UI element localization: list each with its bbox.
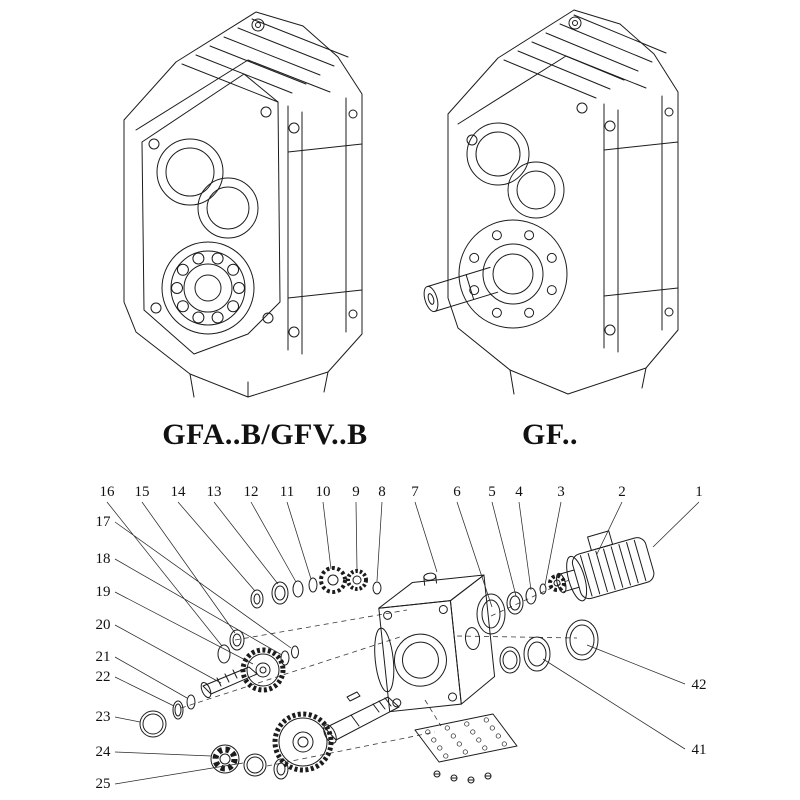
bearing: [271, 581, 289, 605]
side-panel: [287, 97, 363, 355]
callout-17: 17: [96, 514, 112, 530]
callout-1: 1: [695, 484, 703, 500]
callout-41: 41: [692, 742, 707, 758]
model-label-gf: GF..: [522, 418, 578, 451]
cover-plate: [414, 713, 518, 784]
seal-ring-set: [499, 619, 599, 674]
retaining-ring: [217, 644, 231, 664]
output-gear: [272, 711, 334, 773]
shaft-key: [346, 691, 361, 702]
exploded-view: 16 15 14 13 12 11 10 9 8 7 6 5 4 3 2 1 1…: [96, 484, 707, 792]
motor: [556, 530, 655, 602]
callout-14: 14: [171, 484, 187, 500]
output-shaft: [423, 266, 499, 313]
callout-6: 6: [453, 484, 461, 500]
cooling-fins: [503, 14, 667, 99]
output-shaft-cluster: [210, 691, 400, 780]
input-bearing: [506, 591, 524, 615]
washer: [186, 694, 196, 710]
washer: [372, 581, 382, 595]
end-cap: [250, 589, 264, 609]
callout-5: 5: [488, 484, 496, 500]
output-bearing: [210, 744, 240, 774]
input-bores: [156, 138, 259, 239]
intermediate-small-parts: [217, 566, 382, 664]
circlip: [292, 580, 304, 598]
gearbox-gf-housing: [423, 9, 679, 395]
callout-9: 9: [352, 484, 360, 500]
callout-13: 13: [207, 484, 222, 500]
gearbox-gfab-housing: [123, 11, 363, 398]
callout-3: 3: [557, 484, 565, 500]
output-flange: [458, 219, 568, 329]
callout-18: 18: [96, 551, 111, 567]
seal-ring-41: [523, 636, 551, 672]
output-bearing: [161, 241, 255, 335]
motor-terminal-box: [587, 530, 614, 551]
callout-8: 8: [378, 484, 386, 500]
callout-2: 2: [618, 484, 626, 500]
callout-10: 10: [316, 484, 331, 500]
callout-20: 20: [96, 617, 111, 633]
pinion-gear: [346, 569, 368, 591]
gear-housing: [374, 572, 496, 713]
gearbox-drawing-gfab: [123, 11, 363, 398]
washer: [273, 758, 289, 780]
pinion-shaft: [200, 666, 258, 699]
lifting-eye-hole: [568, 16, 582, 30]
washer: [280, 650, 290, 666]
leader-lines: [106, 501, 700, 785]
model-label-gfab: GFA..B/GFV..B: [162, 418, 368, 451]
spacer-ring: [243, 753, 267, 777]
callout-15: 15: [135, 484, 150, 500]
key-pin: [539, 583, 547, 595]
callout-23: 23: [96, 709, 111, 725]
motor-pinion-gear: [548, 574, 566, 592]
callout-24: 24: [96, 744, 112, 760]
washer: [291, 645, 299, 659]
callout-25: 25: [96, 776, 111, 792]
callout-42: 42: [692, 677, 707, 693]
callout-7: 7: [411, 484, 419, 500]
input-bores: [466, 122, 565, 219]
callout-4: 4: [515, 484, 523, 500]
lifting-eye-hole: [251, 18, 265, 32]
callout-numbers-right: 42 41: [692, 677, 707, 758]
output-shaft: [323, 696, 400, 744]
gearbox-drawing-gf: [423, 9, 679, 395]
seal-ring-42: [565, 619, 599, 661]
callout-11: 11: [280, 484, 294, 500]
oil-seal: [139, 710, 167, 738]
callout-21: 21: [96, 649, 111, 665]
callout-16: 16: [100, 484, 116, 500]
callout-19: 19: [96, 584, 111, 600]
plate-screws: [433, 770, 492, 784]
helical-gear: [319, 566, 347, 594]
washer: [308, 577, 318, 593]
callout-12: 12: [244, 484, 259, 500]
intermediate-gear: [240, 647, 286, 693]
callout-22: 22: [96, 669, 111, 685]
gasket: [476, 593, 506, 635]
input-small-parts: [476, 574, 566, 635]
circlip: [172, 700, 184, 720]
callout-numbers-left: 17 18 19 20 21 22 23 24 25: [96, 514, 112, 792]
seal-ring: [229, 629, 245, 651]
intermediate-gear-cluster: [139, 645, 299, 738]
side-panel: [603, 95, 679, 353]
bolt-hole-grid: [425, 717, 507, 759]
callout-numbers-top: 16 15 14 13 12 11 10 9 8 7 6 5 4 3 2 1: [100, 484, 703, 500]
